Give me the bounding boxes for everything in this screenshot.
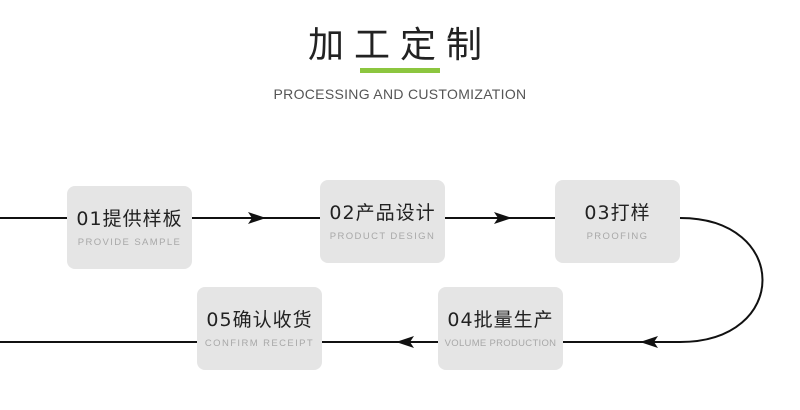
step-label: 03打样 <box>584 202 651 224</box>
step-label: 01提供样板 <box>76 208 183 230</box>
arrow-right-1 <box>248 212 266 224</box>
step-label: 05确认收货 <box>206 309 313 331</box>
arrow-left-1 <box>640 336 658 348</box>
page-title: 加工定制 <box>307 25 492 66</box>
step-subtitle: CONFIRM RECEIPT <box>204 338 315 349</box>
page-subtitle: PROCESSING AND CUSTOMIZATION <box>273 86 527 102</box>
arrow-left-2 <box>396 336 414 348</box>
step-label: 02产品设计 <box>329 202 436 224</box>
step-box-05: 05确认收货 CONFIRM RECEIPT <box>197 287 322 370</box>
step-subtitle: PRODUCT DESIGN <box>329 231 436 242</box>
title-accent-bar <box>360 68 440 73</box>
step-subtitle: VOLUME PRODUCTION <box>444 338 557 349</box>
step-label: 04批量生产 <box>447 309 554 331</box>
arrow-right-2 <box>494 212 512 224</box>
step-box-03: 03打样 PROOFING <box>555 180 680 263</box>
step-subtitle: PROOFING <box>586 231 649 242</box>
step-subtitle: PROVIDE SAMPLE <box>77 237 182 248</box>
step-box-01: 01提供样板 PROVIDE SAMPLE <box>67 186 192 269</box>
step-box-02: 02产品设计 PRODUCT DESIGN <box>320 180 445 263</box>
connector-curve-right <box>679 217 764 343</box>
step-box-04: 04批量生产 VOLUME PRODUCTION <box>438 287 563 370</box>
